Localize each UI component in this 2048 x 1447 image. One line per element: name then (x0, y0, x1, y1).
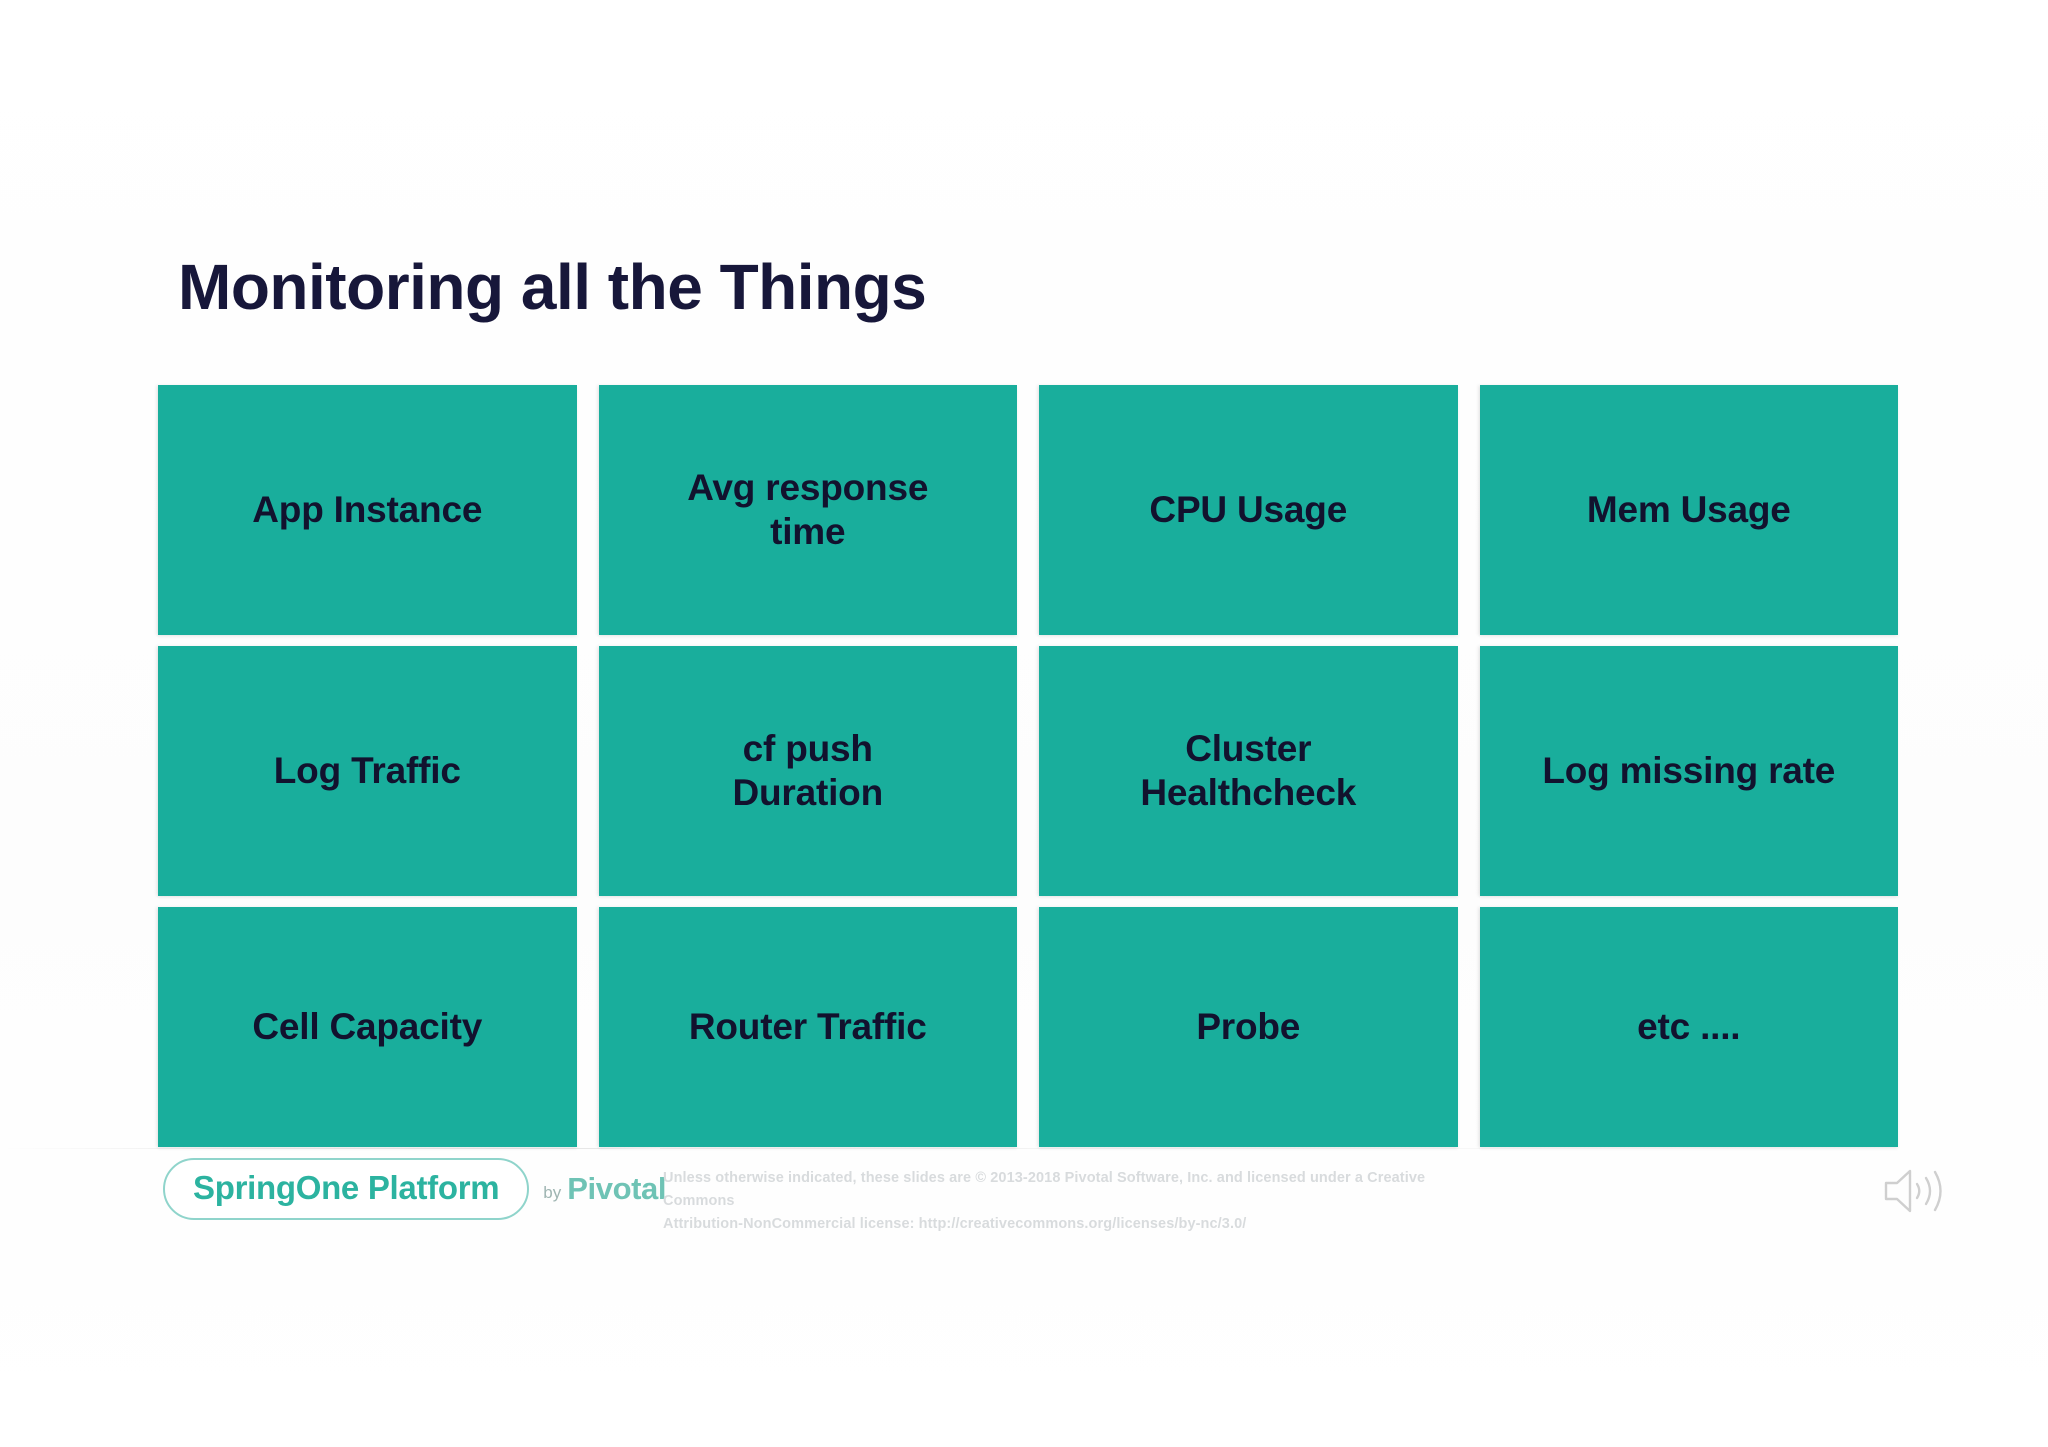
tile-cf-push-duration[interactable]: cf push Duration (598, 646, 1017, 896)
tile-cluster-healthcheck[interactable]: Cluster Healthcheck (1039, 646, 1458, 896)
tile-label: App Instance (252, 489, 483, 531)
logo-pill: SpringOne Platform (163, 1158, 530, 1220)
page-title: Monitoring all the Things (178, 251, 927, 323)
tile-label: Log Traffic (273, 750, 461, 792)
tile-mem-usage[interactable]: Mem Usage (1479, 385, 1898, 635)
legal-line-2: Attribution-NonCommercial license: http:… (663, 1216, 1247, 1233)
legal-notice: Unless otherwise indicated, these slides… (663, 1167, 1453, 1237)
tile-avg-response-time[interactable]: Avg response time (598, 385, 1017, 635)
tile-etc[interactable]: etc .... (1479, 907, 1898, 1147)
legal-line-1: Unless otherwise indicated, these slides… (663, 1170, 1426, 1210)
tile-label: Probe (1196, 1006, 1301, 1048)
tile-label: CPU Usage (1149, 489, 1348, 531)
tile-cpu-usage[interactable]: CPU Usage (1039, 385, 1458, 635)
logo-text: SpringOne Platform (193, 1169, 500, 1206)
tile-cell-capacity[interactable]: Cell Capacity (158, 907, 577, 1147)
pivotal-wordmark: Pivotal (567, 1171, 667, 1206)
tile-label: Router Traffic (688, 1006, 927, 1048)
tile-label: Avg response time (687, 467, 929, 552)
footer-divider-right (660, 1148, 1900, 1149)
tile-label: Mem Usage (1586, 489, 1791, 531)
by-label: by (543, 1183, 562, 1202)
tile-label: cf push Duration (732, 728, 883, 813)
tile-log-missing-rate[interactable]: Log missing rate (1479, 646, 1898, 896)
tile-label: Cell Capacity (252, 1006, 483, 1048)
tile-app-instance[interactable]: App Instance (158, 385, 577, 635)
metrics-tile-grid: App Instance Avg response time CPU Usage… (158, 385, 1898, 1147)
tile-label: Cluster Healthcheck (1140, 728, 1357, 813)
slide-footer: SpringOne Platform by Pivotal Unless oth… (0, 1150, 2048, 1260)
tile-label: etc .... (1637, 1006, 1741, 1048)
speaker-volume-icon[interactable] (1880, 1163, 1952, 1219)
tile-log-traffic[interactable]: Log Traffic (158, 646, 577, 896)
footer-divider-left (0, 1148, 660, 1149)
springone-platform-logo: SpringOne Platform by Pivotal (163, 1158, 667, 1220)
tile-router-traffic[interactable]: Router Traffic (598, 907, 1017, 1147)
tile-probe[interactable]: Probe (1039, 907, 1458, 1147)
tile-label: Log missing rate (1542, 750, 1836, 792)
